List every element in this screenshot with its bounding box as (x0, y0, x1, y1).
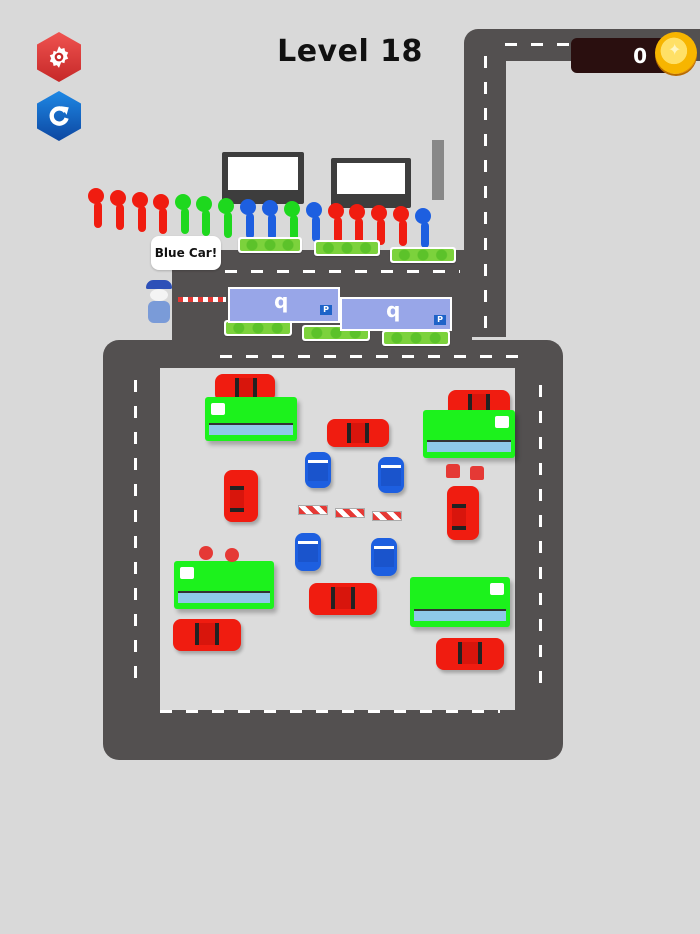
traffic-cone (225, 548, 239, 562)
passenger (371, 205, 389, 245)
red-car[interactable] (447, 486, 479, 540)
parking-sign: P (434, 315, 446, 325)
restart-button[interactable] (37, 91, 81, 141)
blue-car[interactable] (378, 457, 404, 493)
parking-symbol-icon: b (386, 301, 401, 325)
lane-marking (160, 710, 500, 713)
blue-car[interactable] (371, 538, 397, 576)
passenger (284, 201, 302, 241)
passenger (175, 194, 193, 234)
attendant-speech-bubble: Blue Car! (151, 236, 221, 270)
hedge (314, 240, 380, 256)
lane-marking (539, 385, 542, 695)
parking-spot[interactable]: b P (228, 287, 340, 323)
lane-marking (484, 56, 487, 331)
lane-marking (134, 380, 137, 680)
attendant-figure (142, 280, 176, 328)
bus-stop-sign-icon (432, 140, 444, 200)
passenger (88, 188, 106, 228)
red-car[interactable] (327, 419, 389, 447)
gear-icon (49, 46, 69, 68)
parking-symbol-icon: b (274, 292, 289, 316)
hedge (224, 320, 292, 336)
red-car[interactable] (224, 470, 258, 522)
blue-car[interactable] (305, 452, 331, 488)
gate-barrier (178, 297, 226, 302)
road-barrier (335, 508, 365, 518)
green-bus[interactable] (423, 410, 515, 458)
parking-spot[interactable]: b P (340, 297, 452, 331)
passenger (153, 194, 171, 234)
lane-marking (505, 43, 585, 46)
road-barrier (372, 511, 402, 521)
traffic-cone (446, 464, 460, 478)
red-car[interactable] (309, 583, 377, 615)
red-car[interactable] (448, 390, 510, 418)
green-bus[interactable] (174, 561, 274, 609)
passenger (218, 198, 236, 238)
hedge (238, 237, 302, 253)
bus-shelter (331, 158, 411, 208)
green-bus[interactable] (410, 577, 510, 627)
coin-icon (655, 32, 697, 74)
hedge (382, 330, 450, 346)
traffic-cone (470, 466, 484, 480)
road-barrier (298, 505, 328, 515)
red-car[interactable] (436, 638, 504, 670)
passenger (393, 206, 411, 246)
passenger (196, 196, 214, 236)
passenger (328, 203, 346, 243)
passenger (132, 192, 150, 232)
passenger (262, 200, 280, 240)
settings-button[interactable] (37, 32, 81, 82)
lane-marking (225, 270, 460, 273)
level-title: Level 18 (277, 34, 423, 69)
bus-shelter (222, 152, 304, 204)
blue-car[interactable] (295, 533, 321, 571)
restart-icon (49, 106, 69, 126)
traffic-cone (199, 546, 213, 560)
passenger (306, 202, 324, 242)
passenger (415, 208, 433, 248)
passenger (240, 199, 258, 239)
coin-count: 0 (633, 44, 647, 68)
parking-sign: P (320, 305, 332, 315)
lane-marking (220, 355, 520, 358)
hedge (390, 247, 456, 263)
green-bus[interactable] (205, 397, 297, 441)
passenger (110, 190, 128, 230)
red-car[interactable] (173, 619, 241, 651)
passenger (349, 204, 367, 244)
